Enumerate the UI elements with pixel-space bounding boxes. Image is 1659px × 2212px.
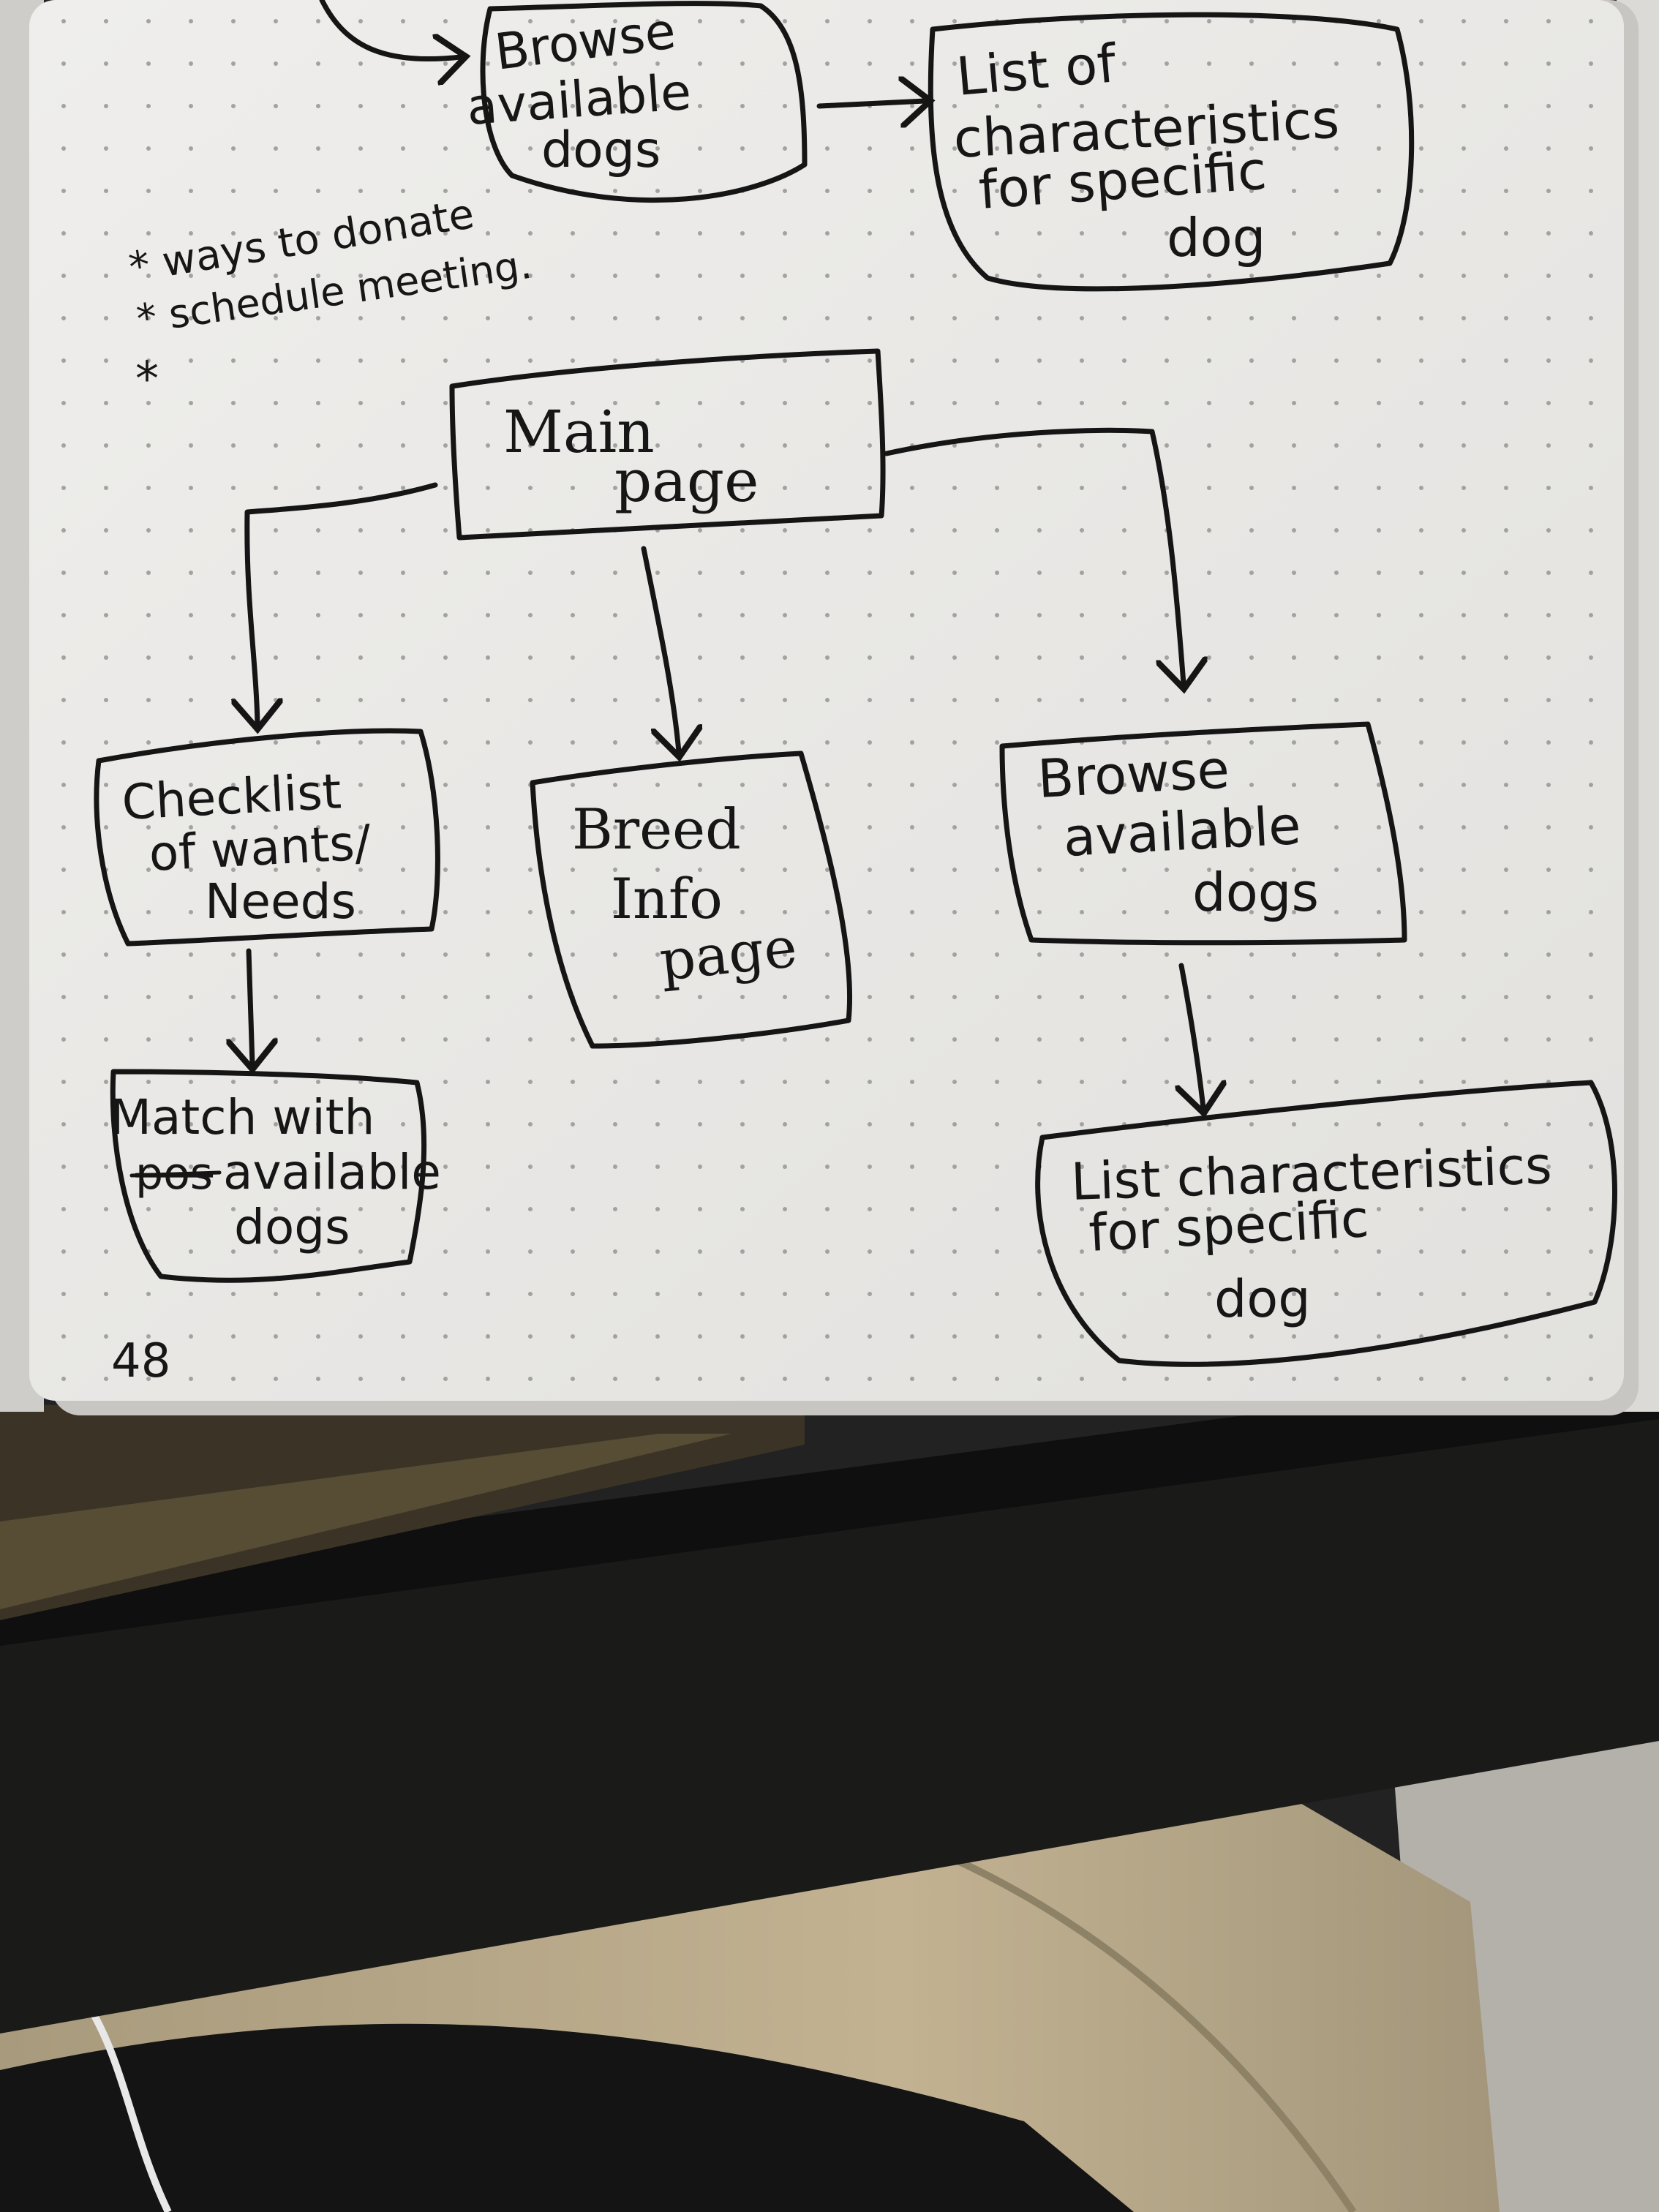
checklist-line3: Needs <box>205 873 356 930</box>
match-line2: available <box>223 1144 441 1200</box>
list-line3: dog <box>1214 1269 1311 1329</box>
browse-line2: available <box>1061 794 1302 868</box>
top-browse-line3: dogs <box>541 121 661 179</box>
breed-line2: Info <box>611 866 723 931</box>
arrow-checklist-to-match <box>249 951 252 1064</box>
note-blank: * <box>135 353 159 407</box>
match-line3: dogs <box>234 1199 350 1255</box>
match-line1: Match with <box>110 1089 375 1146</box>
browse-line3: dogs <box>1192 862 1319 923</box>
top-list-line4: dog <box>1167 207 1265 268</box>
main-line2: page <box>614 447 759 515</box>
page-number: 48 <box>111 1334 170 1388</box>
breed-line1: Breed <box>572 797 741 862</box>
checklist-line2: of wants/ <box>148 814 373 882</box>
